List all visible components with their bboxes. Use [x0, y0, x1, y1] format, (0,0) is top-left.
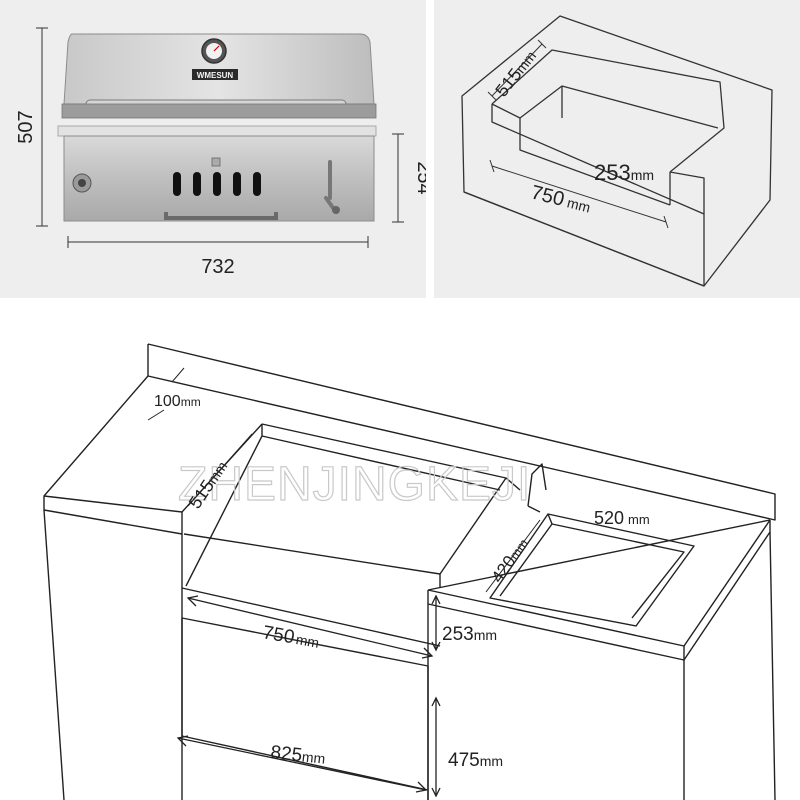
grill-cutout — [183, 423, 507, 575]
cabinet-base — [43, 509, 65, 800]
grill-drawing: WMESUN 507 — [15, 27, 426, 278]
sink-basin — [489, 513, 695, 627]
vent-slots — [173, 172, 261, 196]
cutout-block — [461, 15, 773, 287]
brand-label: WMESUN — [197, 71, 234, 80]
counter-top-right — [505, 477, 521, 491]
drawer-handle — [164, 212, 278, 220]
height-507-label: 507 — [15, 110, 37, 143]
cutout-drawing: 515mm 253mm 750mm — [461, 15, 773, 287]
cabinet-door — [181, 617, 429, 800]
faucet-icon — [527, 463, 547, 513]
grill-front-panel: WMESUN 507 — [0, 0, 426, 298]
dimension-732 — [67, 236, 369, 248]
edge-100-label: 100mm — [154, 393, 201, 410]
door-width-825-label: 825mm — [269, 742, 326, 769]
dimension-507 — [36, 27, 48, 227]
cutout-panel: 515mm 253mm 750mm — [434, 0, 800, 298]
width-732-label: 732 — [201, 256, 234, 278]
dimension-254 — [392, 133, 404, 223]
cutout-opening — [491, 49, 725, 173]
watermark: ZHENJINGKEJI — [178, 458, 531, 511]
cutout-width-750-label: 750mm — [529, 182, 593, 218]
cutout-depth-515-label: 515mm — [491, 46, 540, 100]
counter-back-wall — [147, 343, 776, 521]
counter-cutout-height-253-label: 253mm — [442, 624, 497, 645]
base-height-254-label: 254 — [413, 161, 426, 194]
counter-top-left — [43, 375, 183, 535]
brand-plate — [192, 69, 238, 80]
door-height-475-label: 475mm — [448, 750, 503, 771]
cutout-height-253-label: 253mm — [594, 160, 654, 185]
